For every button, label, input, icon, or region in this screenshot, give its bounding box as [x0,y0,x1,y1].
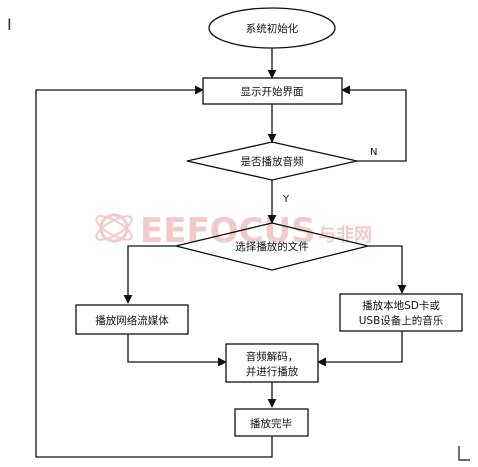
node-decode-play: 音频解码， 并进行播放 [225,343,319,383]
connector-local-to-decode [317,331,403,367]
node-decode-play-label-line1: 音频解码， [246,350,299,363]
node-play-network-label: 播放网络流媒体 [95,314,169,327]
node-decode-play-label-line2: 并进行播放 [246,365,299,378]
node-play-local-label-line1: 播放本地SD卡或 [362,299,440,312]
node-show-start-screen-label: 显示开始界面 [241,85,304,98]
node-play-local: 播放本地SD卡或 USB设备上的音乐 [339,293,463,332]
node-show-start-screen: 显示开始界面 [202,77,343,105]
label-yes: Y [282,194,290,205]
connector-finish-loop [35,85,273,458]
node-finish-label: 播放完毕 [250,417,292,430]
connector-no-loop [341,85,407,162]
watermark: EEFOCUS 与非网 [95,211,372,251]
text-cursor-icon: I [7,15,12,34]
decision-play-audio-label: 是否播放音频 [241,155,304,168]
decision-select-file-label: 选择播放的文件 [235,240,309,253]
connector-to-network [123,245,176,304]
connectors [35,48,407,458]
decision-play-audio: 是否播放音频 [186,141,358,181]
watermark-latin: EEFOCUS [140,211,316,251]
watermark-cjk: 与非网 [318,224,372,246]
connector-network-to-decode [127,334,227,367]
connector-to-local [368,245,407,294]
node-start-label: 系统初始化 [246,22,299,35]
corner-marker-icon [458,446,470,461]
node-play-network: 播放网络流媒体 [75,304,189,335]
decision-select-file: 选择播放的文件 [175,222,369,271]
node-start: 系统初始化 [208,7,336,49]
watermark-logo-icon [95,213,133,243]
node-play-local-label-line2: USB设备上的音乐 [359,314,444,327]
label-no: N [370,147,377,158]
node-finish: 播放完毕 [234,408,309,437]
